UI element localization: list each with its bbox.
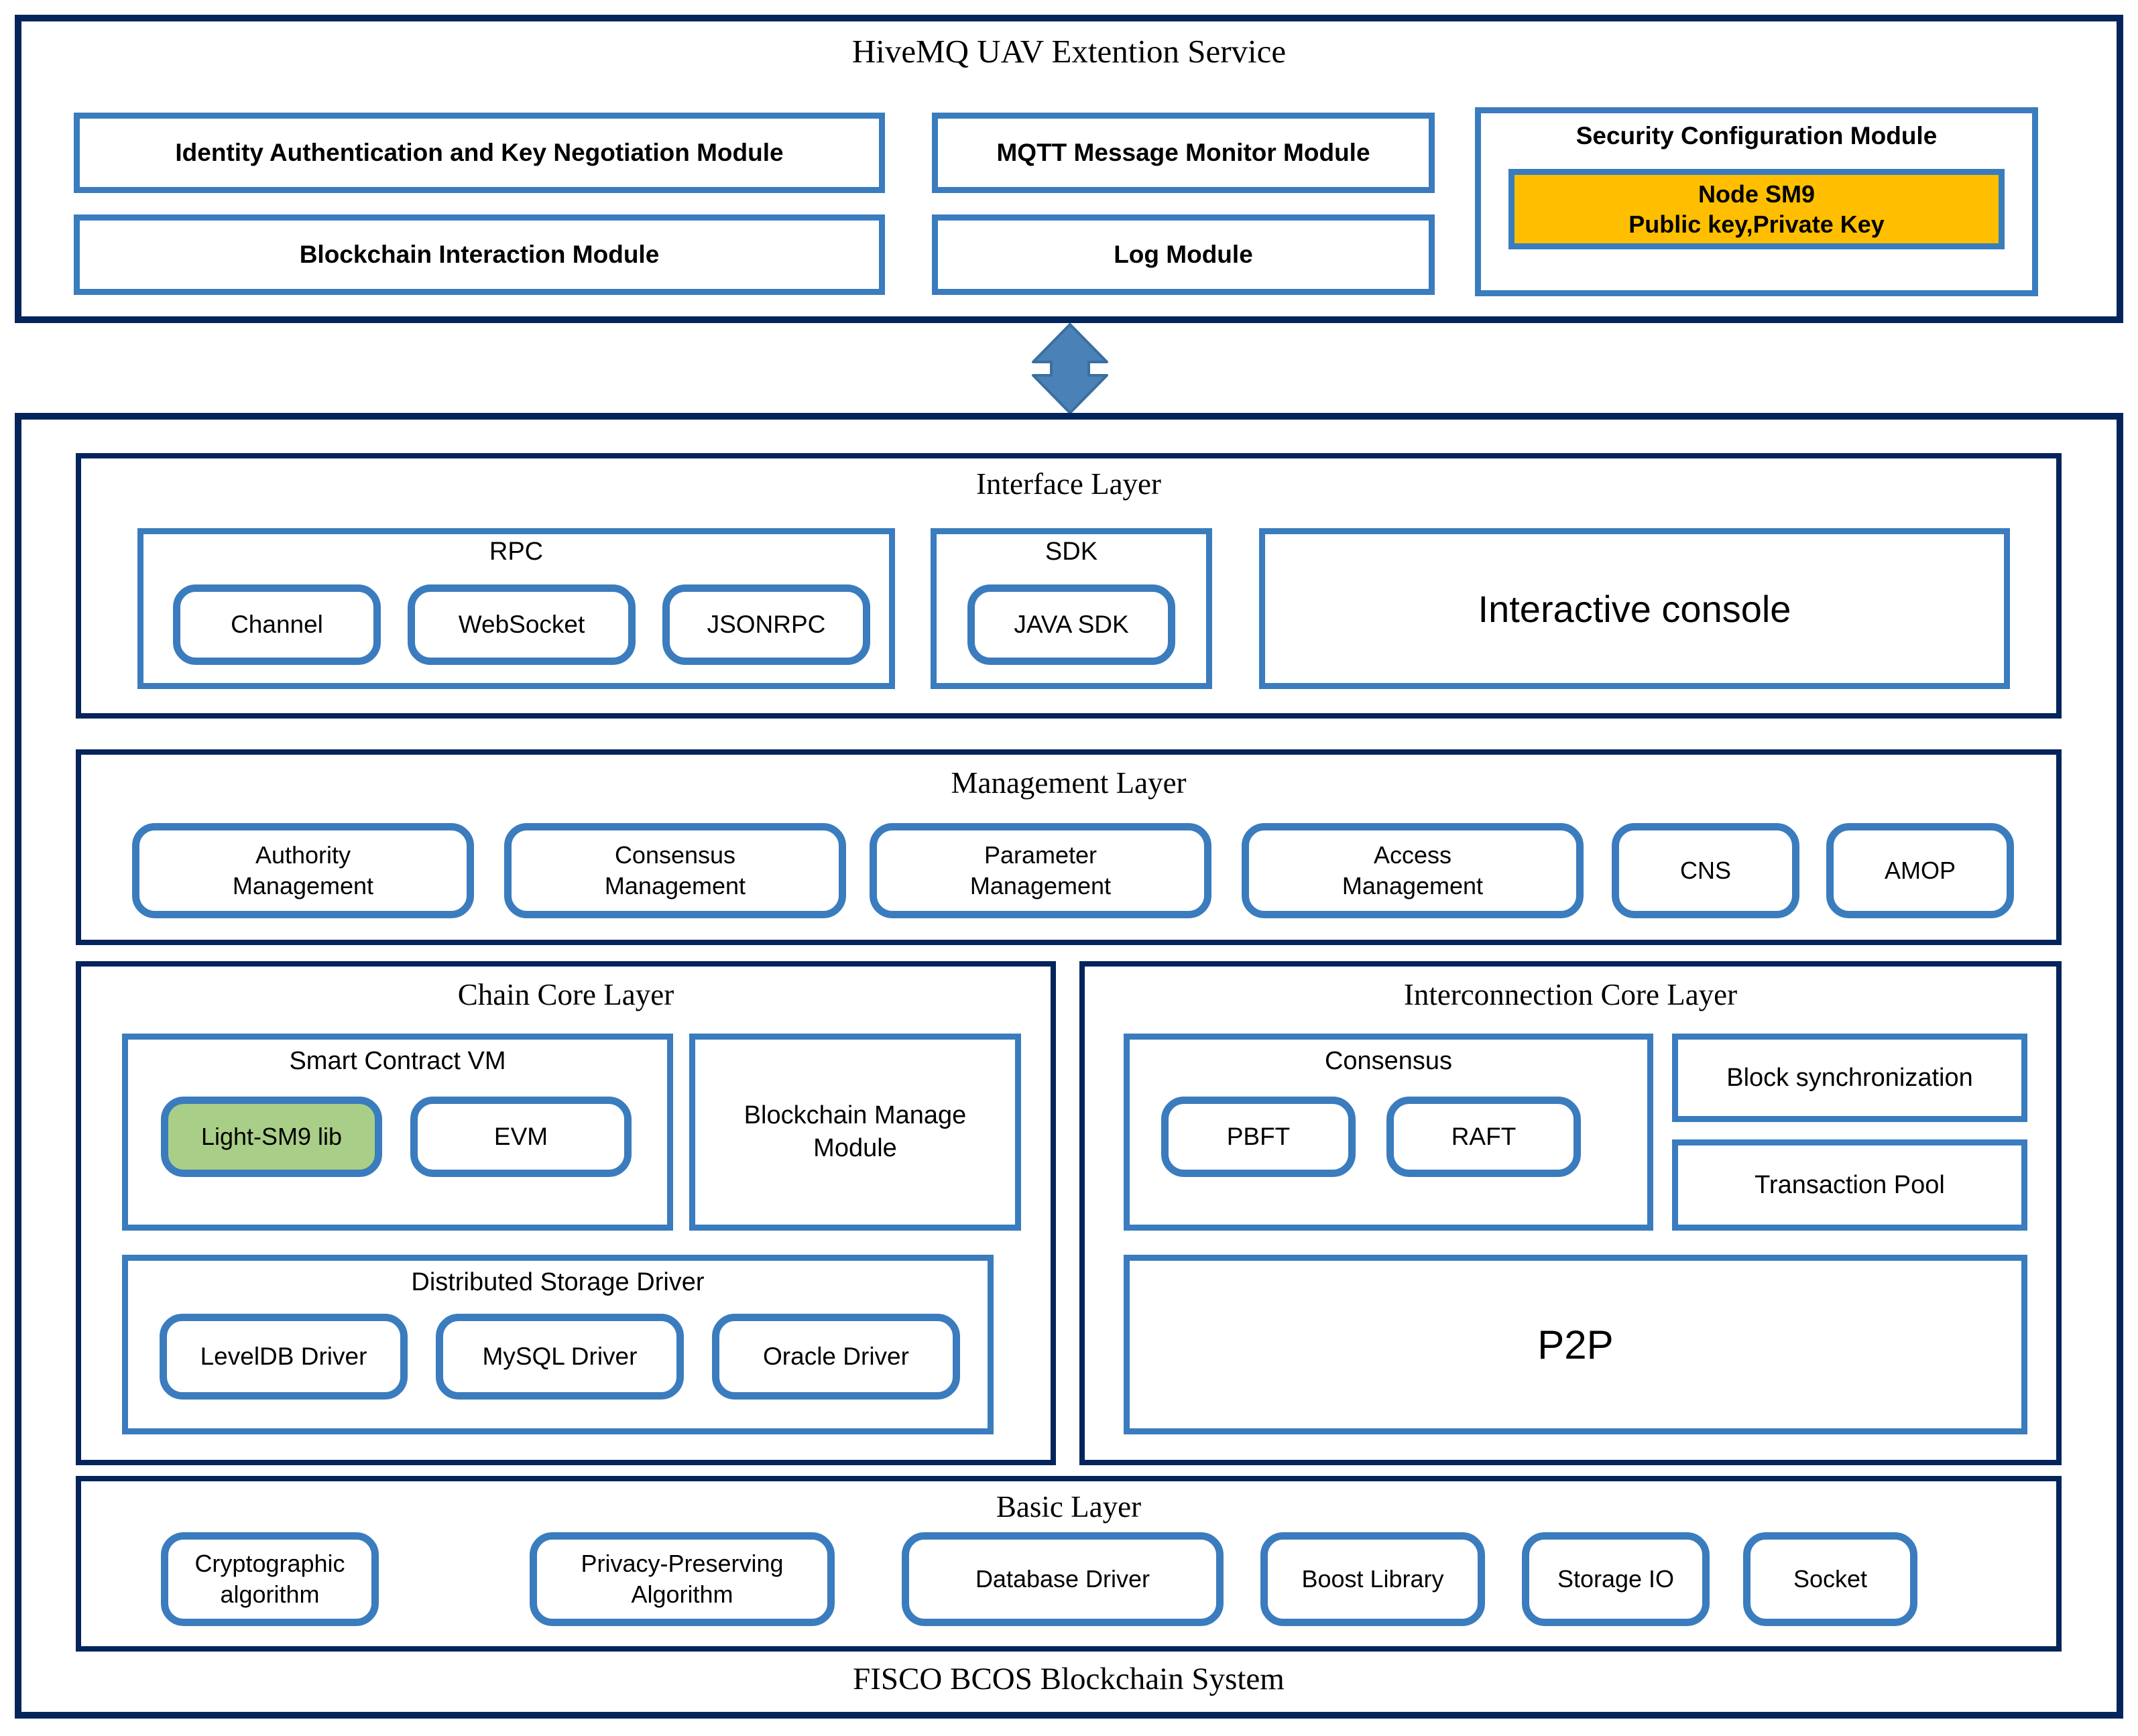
rpc-item-jsonrpc[interactable]: JSONRPC (662, 584, 870, 665)
rpc-item-channel[interactable]: Channel (173, 584, 381, 665)
node-sm9-line2: Public key,Private Key (1628, 210, 1885, 238)
identity-authentication-module[interactable]: Identity Authentication and Key Negotiat… (74, 113, 885, 193)
storage-driver-item-leveldb[interactable]: LevelDB Driver (160, 1314, 408, 1400)
consensus-item-raft[interactable]: RAFT (1386, 1097, 1581, 1177)
interconnection-core-layer-title: Interconnection Core Layer (1403, 978, 1738, 1011)
double-arrow-up-down-icon (1032, 323, 1108, 414)
sdk-group-label: SDK (1045, 538, 1098, 566)
block-synchronization-box[interactable]: Block synchronization (1672, 1034, 2027, 1122)
management-item-amop[interactable]: AMOP (1826, 823, 2014, 918)
smart-contract-vm-item-evm[interactable]: EVM (410, 1097, 632, 1177)
transaction-pool-label: Transaction Pool (1755, 1170, 1945, 1199)
interactive-console-box[interactable]: Interactive console (1259, 528, 2010, 689)
consensus-item-pbft[interactable]: PBFT (1161, 1097, 1356, 1177)
smart-contract-vm-label: Smart Contract VM (289, 1047, 506, 1075)
transaction-pool-box[interactable]: Transaction Pool (1672, 1139, 2027, 1231)
basic-layer-title: Basic Layer (996, 1490, 1142, 1524)
interface-layer-title: Interface Layer (975, 467, 1162, 501)
bottom-panel-title: FISCO BCOS Blockchain System (853, 1662, 1285, 1696)
mqtt-message-monitor-module-label: MQTT Message Monitor Module (996, 138, 1370, 166)
node-sm9-line1: Node SM9 (1698, 180, 1815, 208)
p2p-box[interactable]: P2P (1124, 1255, 2027, 1434)
management-item-cns[interactable]: CNS (1612, 823, 1799, 918)
interactive-console-label: Interactive console (1478, 587, 1791, 630)
basic-item-socket[interactable]: Socket (1743, 1532, 1917, 1626)
page-title: HiveMQ UAV Extention Service (851, 33, 1287, 70)
rpc-group-label: RPC (489, 538, 544, 566)
management-layer-title: Management Layer (951, 766, 1187, 800)
p2p-label: P2P (1537, 1322, 1614, 1367)
sdk-item-java-sdk[interactable]: JAVA SDK (967, 584, 1175, 665)
basic-item-storage-io[interactable]: Storage IO (1522, 1532, 1710, 1626)
consensus-group-label: Consensus (1324, 1047, 1453, 1075)
basic-item-database-driver[interactable]: Database Driver (902, 1532, 1224, 1626)
storage-driver-item-oracle[interactable]: Oracle Driver (712, 1314, 960, 1400)
node-sm9-key-box[interactable]: Node SM9 Public key,Private Key (1508, 169, 2005, 249)
identity-authentication-module-label: Identity Authentication and Key Negotiat… (175, 138, 784, 166)
mqtt-message-monitor-module[interactable]: MQTT Message Monitor Module (932, 113, 1435, 193)
blockchain-interaction-module[interactable]: Blockchain Interaction Module (74, 214, 885, 295)
security-configuration-module-label: Security Configuration Module (1576, 122, 1938, 149)
node-sm9-key-label: Node SM9 Public key,Private Key (1628, 179, 1885, 239)
log-module[interactable]: Log Module (932, 214, 1435, 295)
basic-item-boost-library[interactable]: Boost Library (1260, 1532, 1485, 1626)
chain-core-layer-title: Chain Core Layer (457, 978, 674, 1011)
storage-driver-item-mysql[interactable]: MySQL Driver (436, 1314, 684, 1400)
block-synchronization-label: Block synchronization (1726, 1063, 1973, 1092)
rpc-item-websocket[interactable]: WebSocket (408, 584, 636, 665)
log-module-label: Log Module (1114, 240, 1253, 268)
smart-contract-vm-item-light-sm9-lib[interactable]: Light-SM9 lib (161, 1097, 382, 1177)
blockchain-interaction-module-label: Blockchain Interaction Module (299, 240, 660, 268)
distributed-storage-driver-label: Distributed Storage Driver (411, 1268, 705, 1296)
